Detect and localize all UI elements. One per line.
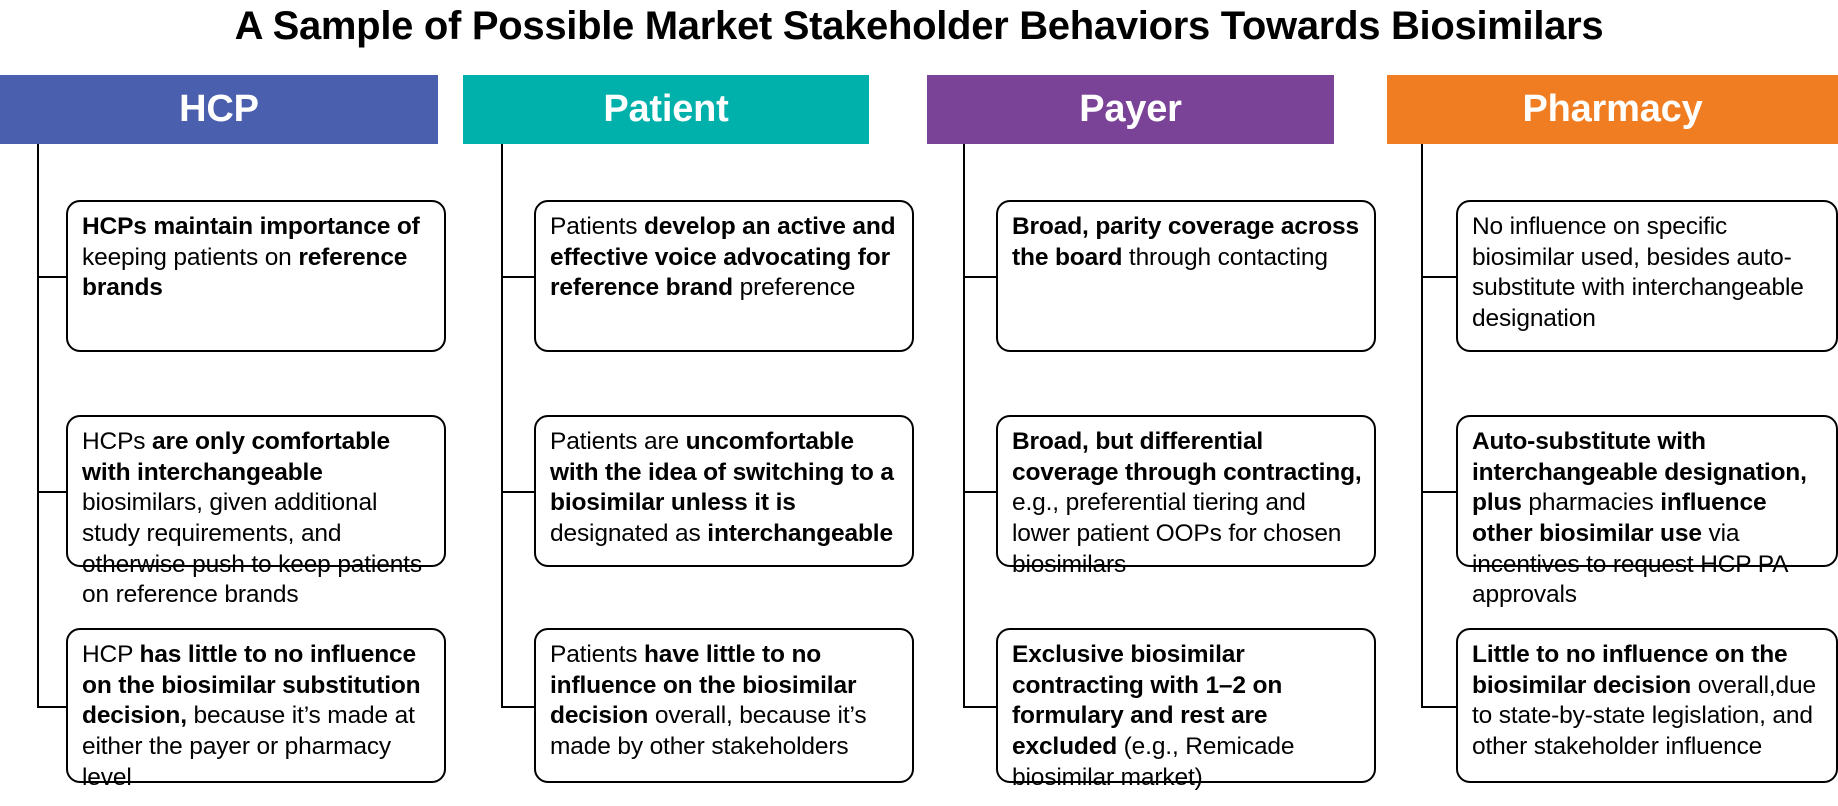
connector-branch-payer-2 [963, 491, 996, 493]
connector-trunk-patient [501, 144, 503, 708]
node-box-patient-1[interactable]: Patients develop an active and effective… [534, 200, 914, 352]
node-text-patient-1: Patients develop an active and effective… [550, 213, 896, 302]
page-title: A Sample of Possible Market Stakeholder … [234, 4, 1604, 48]
node-box-pharmacy-1[interactable]: No influence on specific biosimilar used… [1456, 200, 1838, 352]
node-text-pharmacy-1: No influence on specific biosimilar used… [1472, 213, 1804, 332]
connector-branch-hcp-1 [37, 276, 66, 278]
connector-branch-pharmacy-1 [1421, 276, 1456, 278]
connector-branch-patient-2 [501, 491, 534, 493]
connector-branch-payer-1 [963, 276, 996, 278]
node-text-hcp-1: HCPs maintain importance of keeping pati… [82, 213, 420, 302]
connector-branch-pharmacy-3 [1421, 706, 1456, 708]
connector-branch-pharmacy-2 [1421, 491, 1456, 493]
connector-trunk-pharmacy [1421, 144, 1423, 708]
node-text-patient-2: Patients are uncomfortable with the idea… [550, 428, 894, 547]
node-text-hcp-3: HCP has little to no influence on the bi… [82, 641, 421, 791]
node-text-payer-2: Broad, but differential coverage through… [1012, 428, 1362, 578]
connector-trunk-payer [963, 144, 965, 708]
connector-branch-patient-1 [501, 276, 534, 278]
node-text-hcp-2: HCPs are only comfortable with interchan… [82, 428, 422, 609]
node-text-payer-3: Exclusive biosimilar contracting with 1–… [1012, 641, 1295, 791]
node-box-hcp-2[interactable]: HCPs are only comfortable with interchan… [66, 415, 446, 608]
node-box-payer-2[interactable]: Broad, but differential coverage through… [996, 415, 1376, 578]
node-box-patient-3[interactable]: Patients have little to no influence on … [534, 628, 914, 783]
node-box-pharmacy-3[interactable]: Little to no influence on the biosimilar… [1456, 628, 1838, 783]
node-box-payer-1[interactable]: Broad, parity coverage across the board … [996, 200, 1376, 352]
column-header-hcp[interactable]: HCP [0, 75, 438, 144]
connector-branch-hcp-2 [37, 491, 66, 493]
node-box-pharmacy-2[interactable]: Auto-substitute with interchangeable des… [1456, 415, 1838, 608]
node-box-patient-2[interactable]: Patients are uncomfortable with the idea… [534, 415, 914, 567]
node-box-payer-3[interactable]: Exclusive biosimilar contracting with 1–… [996, 628, 1376, 791]
column-header-patient[interactable]: Patient [463, 75, 869, 144]
node-text-pharmacy-2: Auto-substitute with interchangeable des… [1472, 428, 1807, 609]
connector-trunk-hcp [37, 144, 39, 708]
node-text-payer-1: Broad, parity coverage across the board … [1012, 213, 1359, 271]
node-text-pharmacy-3: Little to no influence on the biosimilar… [1472, 641, 1816, 760]
column-header-payer[interactable]: Payer [927, 75, 1334, 144]
node-text-patient-3: Patients have little to no influence on … [550, 641, 867, 760]
connector-branch-payer-3 [963, 706, 996, 708]
node-box-hcp-3[interactable]: HCP has little to no influence on the bi… [66, 628, 446, 791]
connector-branch-hcp-3 [37, 706, 66, 708]
node-box-hcp-1[interactable]: HCPs maintain importance of keeping pati… [66, 200, 446, 352]
connector-branch-patient-3 [501, 706, 534, 708]
column-header-pharmacy[interactable]: Pharmacy [1387, 75, 1838, 144]
